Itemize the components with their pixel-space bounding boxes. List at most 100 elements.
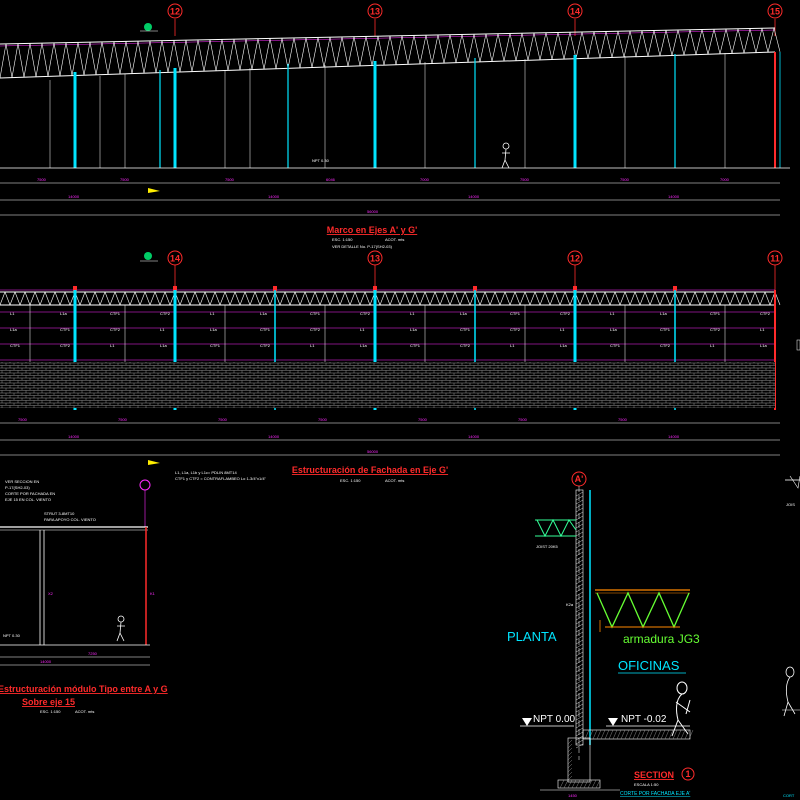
svg-text:13: 13 — [370, 7, 380, 17]
girt-label: CTF1 — [610, 343, 621, 348]
girt-label: L1 — [510, 343, 515, 348]
girt-label: L1a — [660, 311, 667, 316]
module-title-1: Estructuración módulo Tipo entre A y G — [0, 684, 168, 694]
svg-text:ESCALA 1:50: ESCALA 1:50 — [634, 782, 659, 787]
girt-label: L1a — [210, 327, 217, 332]
girt-label: L1 — [710, 343, 715, 348]
label-k2a: K2a — [566, 602, 574, 607]
svg-text:14000: 14000 — [468, 434, 480, 439]
girt-label: CTF1 — [710, 311, 721, 316]
north-arrow-icon — [148, 188, 160, 193]
girt-label: CTF1 — [210, 343, 221, 348]
svg-text:7000: 7000 — [720, 177, 730, 182]
girt-label: CTF2 — [660, 343, 671, 348]
svg-text:7500: 7500 — [225, 177, 235, 182]
svg-text:7500: 7500 — [120, 177, 130, 182]
mid-elevation-title: Estructuración de Fachada en Eje G' — [292, 465, 448, 475]
section-marker-icon — [140, 23, 158, 32]
npt-marker-left: NPT 0.00 — [520, 714, 575, 727]
axis-bubble-12b: 12 — [567, 250, 583, 290]
girt-label: CTF2 — [60, 343, 71, 348]
svg-text:7500: 7500 — [118, 417, 128, 422]
girt-label: L1 — [560, 327, 565, 332]
svg-text:56000: 56000 — [367, 449, 379, 454]
girt-label: CTF1 — [660, 327, 671, 332]
svg-text:14000: 14000 — [668, 194, 680, 199]
girts — [0, 311, 775, 361]
svg-text:CORTE POR FACHADA EJE A': CORTE POR FACHADA EJE A' — [620, 791, 690, 797]
svg-text:14000: 14000 — [268, 194, 280, 199]
svg-text:56000: 56000 — [367, 209, 379, 214]
svg-text:1: 1 — [685, 769, 690, 779]
girt-label: L1a — [760, 343, 767, 348]
girt-label: CTF2 — [560, 311, 571, 316]
svg-text:7500: 7500 — [218, 417, 228, 422]
planta-label: PLANTA — [507, 629, 557, 644]
svg-text:VER DETALLE No. P-17(SH2-03): VER DETALLE No. P-17(SH2-03) — [332, 244, 393, 249]
top-elevation: 12 13 14 15 — [0, 3, 790, 249]
npt-marker-right: NPT -0.02 — [606, 714, 690, 727]
svg-text:NPT 0.00: NPT 0.00 — [533, 714, 575, 725]
svg-text:12: 12 — [570, 254, 580, 264]
axis-bubble-14b: 14 — [167, 250, 183, 290]
girt-label: CTF2 — [760, 311, 771, 316]
svg-text:JOIS: JOIS — [786, 502, 795, 507]
dimension-lines-mid — [0, 422, 780, 456]
girt-label: CTF1 — [410, 343, 421, 348]
girt-label: CTF2 — [260, 343, 271, 348]
svg-text:14000: 14000 — [68, 194, 80, 199]
joist-upper — [535, 518, 577, 538]
svg-text:7500: 7500 — [620, 177, 630, 182]
girt-label: L1 — [610, 311, 615, 316]
svg-text:7500: 7500 — [37, 177, 47, 182]
npt-label-top: NPT 0.30 — [312, 158, 330, 163]
girt-label: CTF1 — [310, 311, 321, 316]
module-title-2: Sobre eje 15 — [22, 697, 75, 707]
girt-label: CTF2 — [110, 327, 121, 332]
svg-text:7500: 7500 — [518, 417, 528, 422]
girt-label: L1a — [160, 343, 167, 348]
svg-text:ESC. 1:150: ESC. 1:150 — [340, 478, 361, 483]
girt-label: CTF2 — [160, 311, 171, 316]
girt-label: L1 — [110, 343, 115, 348]
section-title: SECTION — [634, 770, 674, 780]
north-arrow-icon-2 — [148, 460, 160, 465]
svg-text:14000: 14000 — [468, 194, 480, 199]
svg-text:CORT: CORT — [783, 793, 795, 798]
svg-text:EJE 15 EN COL. VIENTO: EJE 15 EN COL. VIENTO — [5, 497, 51, 502]
module-section: VER SECCION EN P-17(SH2-03) CORTE POR FA… — [0, 479, 168, 714]
girt-label: L1a — [410, 327, 417, 332]
module-note-left: X2 — [48, 591, 54, 596]
partial-detail-right: JOIS CORT — [782, 339, 800, 798]
svg-text:CORTE POR FACHADA EN: CORTE POR FACHADA EN — [5, 491, 55, 496]
axis-bubble-11b: 11 — [767, 250, 783, 290]
girt-label: L1a — [60, 311, 67, 316]
girt-label: L1a — [10, 327, 17, 332]
svg-text:P-17(SH2-03): P-17(SH2-03) — [5, 485, 30, 490]
svg-text:ACOT. mts: ACOT. mts — [385, 237, 404, 242]
girt-label: CTF1 — [110, 311, 121, 316]
girt-label: CTF1 — [510, 311, 521, 316]
person-figure-icon-3 — [671, 681, 691, 737]
svg-text:12: 12 — [170, 7, 180, 17]
svg-text:13: 13 — [370, 254, 380, 264]
section-marker-icon-2 — [140, 252, 158, 262]
svg-text:7500: 7500 — [18, 417, 28, 422]
girt-label: L1a — [360, 343, 367, 348]
svg-text:ESC. 1:150: ESC. 1:150 — [332, 237, 353, 242]
axis-bubble-13b: 13 — [367, 250, 383, 290]
svg-text:15: 15 — [770, 7, 780, 17]
svg-text:ACOT. mts: ACOT. mts — [385, 478, 404, 483]
girt-label: CTF1 — [10, 343, 21, 348]
girt-label: L1a — [560, 343, 567, 348]
svg-text:CTF1 y CTF2 = CONTRAFLAMBEO Lo: CTF1 y CTF2 = CONTRAFLAMBEO Lo 1-3/4"x1/… — [175, 476, 267, 481]
girt-label: CTF1 — [60, 327, 71, 332]
svg-text:VER SECCION EN: VER SECCION EN — [5, 479, 39, 484]
columns-top — [49, 52, 781, 168]
girt-label: CTF2 — [510, 327, 521, 332]
svg-text:STRUT 3-8MT10: STRUT 3-8MT10 — [44, 511, 75, 516]
svg-text:14000: 14000 — [68, 434, 80, 439]
axis-bubble-module — [139, 479, 151, 527]
girt-label: L1 — [410, 311, 415, 316]
